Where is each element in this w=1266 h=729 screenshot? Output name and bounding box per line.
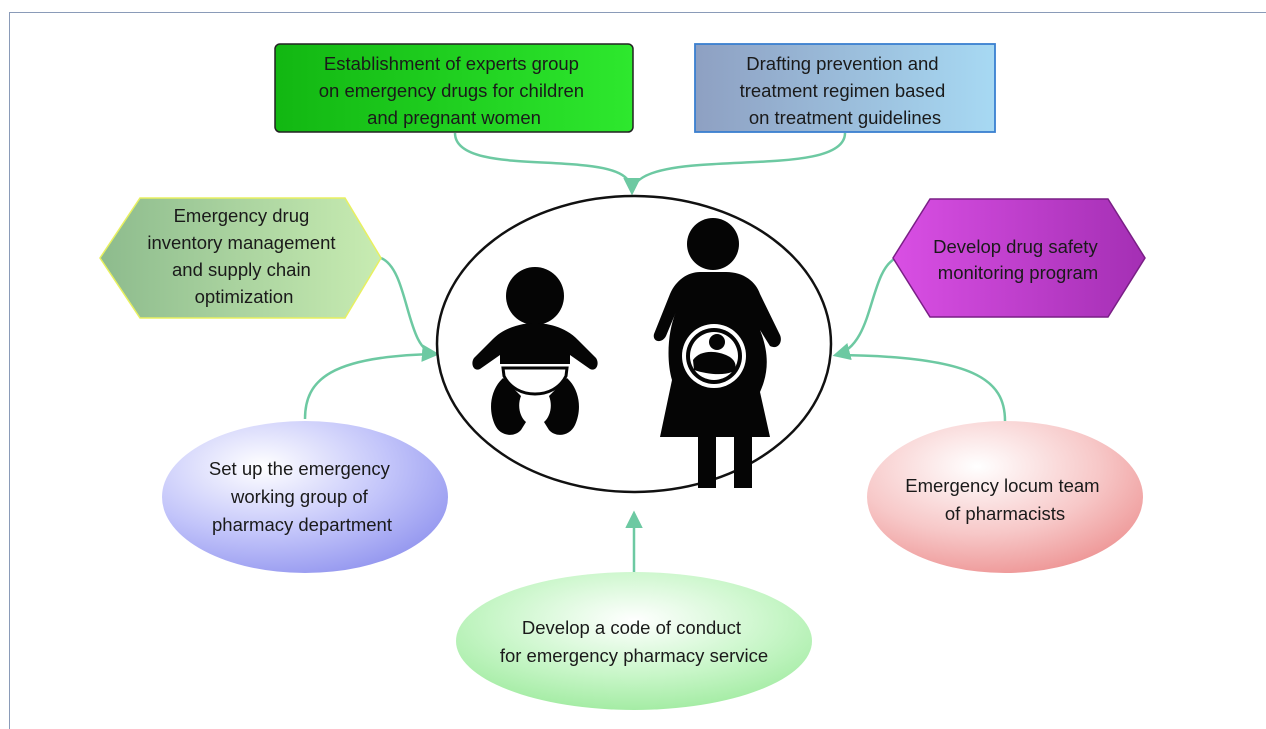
- node-working-group-line-1: Set up the emergency: [209, 458, 391, 479]
- connector-locum: [835, 353, 1007, 422]
- node-safety-line-1: Develop drug safety: [933, 236, 1098, 257]
- node-experts: Establishment of experts group on emerge…: [274, 43, 634, 133]
- svg-text:Emergency drug inventory: Emergency drug inventory management and …: [147, 205, 340, 307]
- node-code: Develop a code of conduct for emergency …: [456, 572, 812, 710]
- svg-text:Develop a code of conduct: Develop a code of conduct for emergency …: [500, 617, 768, 666]
- connector-inventory: [380, 256, 440, 362]
- node-working-group-line-2: working group of: [230, 486, 369, 507]
- node-regimen: Drafting prevention and treatment regime…: [694, 43, 996, 133]
- node-experts-line-1: Establishment of experts group: [324, 53, 579, 74]
- node-code-line-1: Develop a code of conduct: [522, 617, 741, 638]
- node-regimen-line-3: on treatment guidelines: [749, 107, 941, 128]
- connector-regimen: [630, 132, 847, 193]
- node-inventory-line-1: Emergency drug: [174, 205, 310, 226]
- node-code-line-2: for emergency pharmacy service: [500, 645, 768, 666]
- node-working-group-line-3: pharmacy department: [212, 514, 392, 535]
- connector-experts: [453, 132, 641, 196]
- node-inventory: Emergency drug inventory management and …: [99, 197, 382, 319]
- svg-text:Establishment of experts group: Establishment of experts group on emerge…: [319, 53, 589, 128]
- node-inventory-line-4: optimization: [195, 286, 294, 307]
- connectors: [303, 132, 1007, 572]
- node-regimen-line-1: Drafting prevention and: [746, 53, 938, 74]
- svg-text:Emergency locum team of: Emergency locum team of pharmacists: [905, 475, 1104, 524]
- node-locum-line-2: of pharmacists: [945, 503, 1065, 524]
- node-inventory-line-2: inventory management: [147, 232, 335, 253]
- svg-text:Develop drug safety moni: Develop drug safety monitoring program: [933, 236, 1103, 283]
- svg-text:Set up the emergency wor: Set up the emergency working group of ph…: [209, 458, 395, 535]
- connector-safety: [832, 256, 897, 360]
- node-locum: Emergency locum team of pharmacists: [867, 421, 1143, 573]
- node-locum-line-1: Emergency locum team: [905, 475, 1099, 496]
- node-safety-line-2: monitoring program: [938, 262, 1098, 283]
- node-regimen-line-2: treatment regimen based: [740, 80, 946, 101]
- baby-icon: [472, 267, 598, 435]
- node-experts-line-3: and pregnant women: [367, 107, 541, 128]
- svg-text:Drafting prevention and: Drafting prevention and treatment regime…: [740, 53, 951, 128]
- connector-working-group: [303, 352, 437, 420]
- figure-frame: [9, 12, 1266, 729]
- node-inventory-line-3: and supply chain: [172, 259, 311, 280]
- node-working-group: Set up the emergency working group of ph…: [162, 421, 448, 573]
- pregnant-woman-icon: [653, 218, 781, 488]
- node-safety: Develop drug safety monitoring program: [892, 198, 1146, 318]
- node-experts-line-2: on emergency drugs for children: [319, 80, 584, 101]
- center-node: [435, 194, 833, 494]
